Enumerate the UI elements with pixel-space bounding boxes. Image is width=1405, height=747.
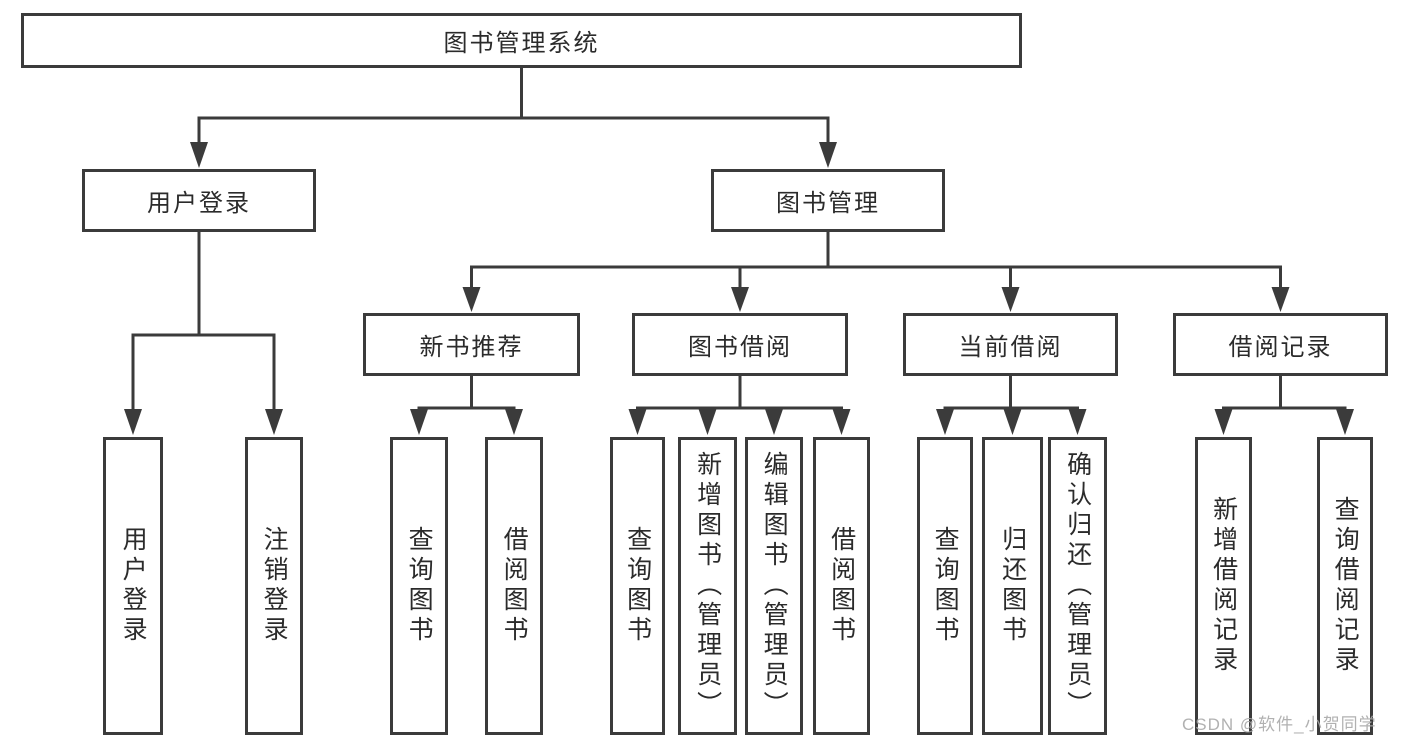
node-label: 编辑图书（管理员）	[760, 451, 789, 721]
connector-book-borrowing-children	[628, 376, 851, 435]
node-label: 查询借阅记录	[1331, 496, 1360, 676]
node-label: 新增借阅记录	[1209, 496, 1238, 676]
node-label: 图书管理	[776, 190, 880, 217]
leaf-edit-book-admin: 编辑图书（管理员）	[745, 437, 803, 735]
node-label: 图书借阅	[688, 334, 792, 361]
node-label: 查询图书	[623, 526, 652, 646]
leaf-add-book-admin: 新增图书（管理员）	[678, 437, 737, 735]
leaf-add-borrow-record: 新增借阅记录	[1195, 437, 1252, 735]
node-library-system: 图书管理系统	[21, 13, 1022, 68]
leaf-borrow-books-recommend: 借阅图书	[485, 437, 543, 735]
connector-new-book-recommend-children	[410, 376, 523, 435]
leaf-query-borrow-record: 查询借阅记录	[1317, 437, 1373, 735]
connector-user-login-children	[124, 232, 283, 435]
node-label: 注销登录	[260, 526, 289, 646]
leaf-user-login: 用户登录	[103, 437, 163, 735]
node-label: 借阅图书	[827, 526, 856, 646]
node-label: 用户登录	[147, 190, 251, 217]
node-label: 查询图书	[931, 526, 960, 646]
leaf-logout: 注销登录	[245, 437, 303, 735]
node-book-management: 图书管理	[711, 169, 945, 232]
node-new-book-recommend: 新书推荐	[363, 313, 580, 376]
connector-current-borrowing-children	[936, 376, 1087, 435]
node-label: 确认归还（管理员）	[1063, 451, 1092, 721]
node-label: 图书管理系统	[443, 30, 600, 57]
node-label: 当前借阅	[958, 334, 1063, 361]
node-label: 新书推荐	[419, 334, 524, 361]
leaf-return-book: 归还图书	[982, 437, 1043, 735]
node-label: 借阅图书	[500, 526, 529, 646]
node-borrowing-records: 借阅记录	[1173, 313, 1388, 376]
node-current-borrowing: 当前借阅	[903, 313, 1118, 376]
leaf-confirm-return-admin: 确认归还（管理员）	[1048, 437, 1107, 735]
connector-root-to-level2	[190, 68, 837, 168]
watermark-text: CSDN @软件_小贺同学	[1182, 715, 1377, 734]
node-user-login: 用户登录	[82, 169, 316, 232]
leaf-borrow-books-borrowing: 借阅图书	[813, 437, 870, 735]
leaf-query-books-borrowing: 查询图书	[610, 437, 665, 735]
node-label: 新增图书（管理员）	[693, 451, 722, 721]
node-label: 借阅记录	[1228, 334, 1333, 361]
node-label: 查询图书	[405, 526, 434, 646]
node-book-borrowing: 图书借阅	[632, 313, 848, 376]
leaf-query-books-current: 查询图书	[917, 437, 973, 735]
node-label: 归还图书	[998, 526, 1027, 646]
leaf-query-books-recommend: 查询图书	[390, 437, 448, 735]
node-label: 用户登录	[119, 526, 148, 646]
connector-borrowing-records-children	[1214, 376, 1354, 435]
connector-book-management-children	[462, 232, 1290, 312]
